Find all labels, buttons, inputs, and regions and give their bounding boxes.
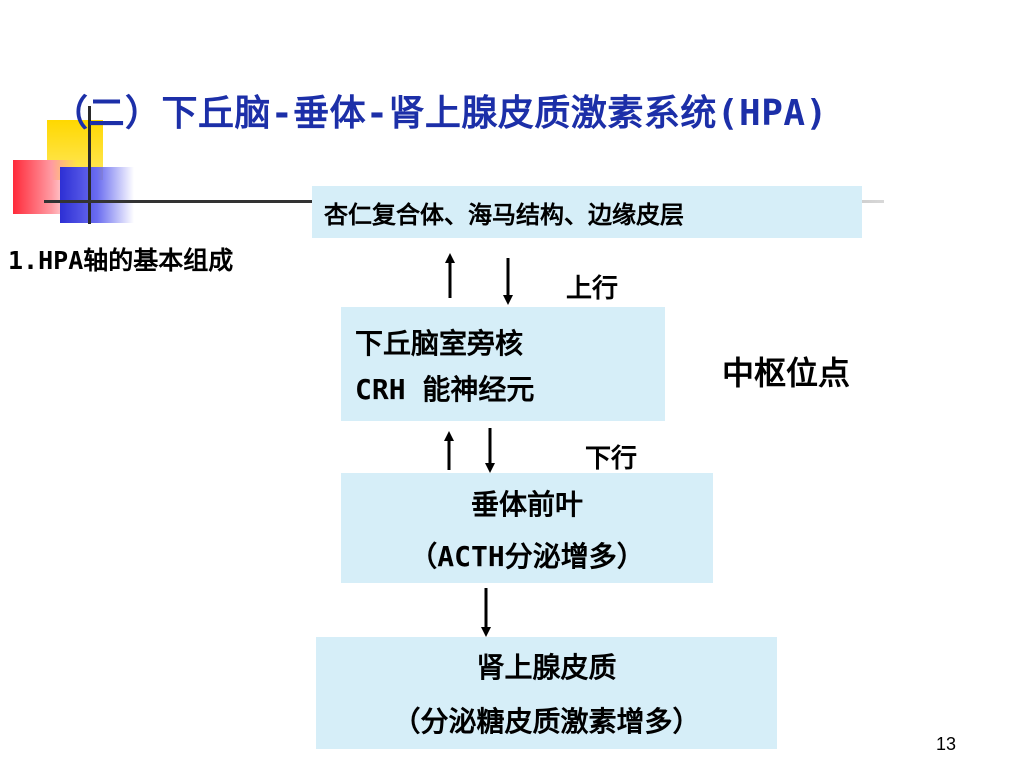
adrenal-line1: 肾上腺皮质 (476, 651, 617, 684)
descending-label: 下行 (585, 444, 638, 474)
pituitary-box: 垂体前叶 （ACTH分泌增多） (341, 473, 713, 583)
decor-blue-square (60, 167, 134, 223)
slide-title: （二）下丘脑-垂体-肾上腺皮质激素系统(HPA) (52, 93, 828, 134)
limbic-box-label: 杏仁复合体、海马结构、边缘皮层 (324, 200, 684, 229)
ascending-label: 上行 (566, 274, 619, 304)
hypothalamus-box: 下丘脑室旁核 CRH 能神经元 (341, 307, 665, 421)
limbic-box: 杏仁复合体、海马结构、边缘皮层 (312, 186, 862, 238)
adrenal-box: 肾上腺皮质 （分泌糖皮质激素增多） (316, 637, 777, 749)
page-number: 13 (936, 734, 957, 754)
center-point-label: 中枢位点 (722, 354, 851, 392)
section-subtitle: 1.HPA轴的基本组成 (8, 246, 234, 275)
decor-vertical-line (88, 106, 91, 224)
pituitary-line1: 垂体前叶 (470, 488, 583, 521)
hypothalamus-line1: 下丘脑室旁核 (355, 327, 524, 360)
adrenal-line2: （分泌糖皮质激素增多） (392, 705, 701, 738)
hypothalamus-line2: CRH 能神经元 (355, 373, 535, 406)
pituitary-line2: （ACTH分泌增多） (409, 540, 645, 573)
